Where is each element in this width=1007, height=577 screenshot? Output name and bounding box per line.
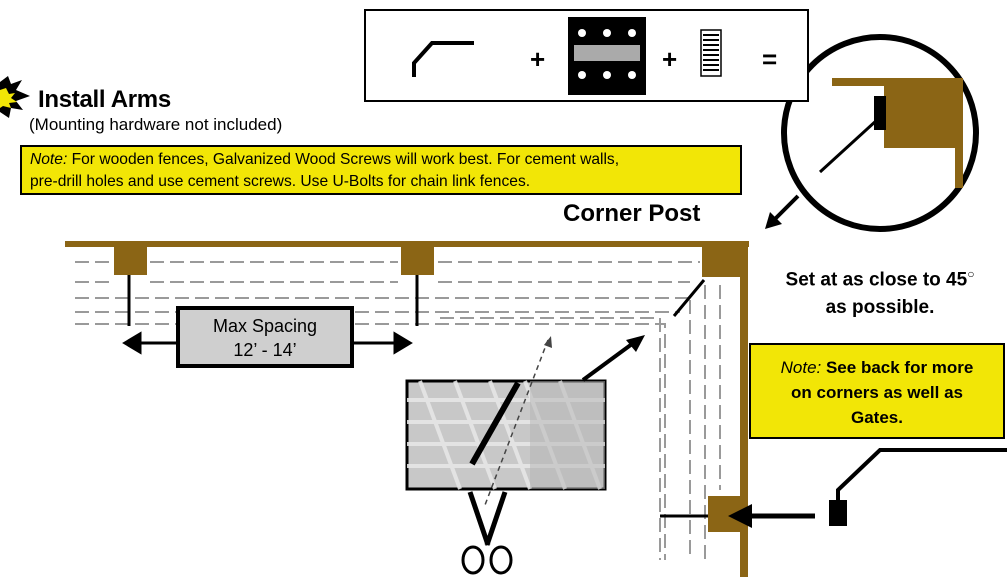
- plus-sign: +: [530, 44, 546, 74]
- side-note-box: Note: See back for more on corners as we…: [749, 343, 1005, 439]
- note-prefix: Note:: [30, 151, 68, 168]
- degree-symbol: ○: [967, 267, 975, 281]
- side-post-arrow: [728, 504, 815, 528]
- plus-sign: +: [662, 44, 678, 74]
- mounting-arms: [127, 275, 708, 518]
- fence-side-rail: [740, 241, 748, 577]
- side-note-line-3: Gates.: [851, 408, 903, 427]
- cut-template: [405, 336, 607, 506]
- arm-icon: [412, 41, 474, 77]
- starburst-icon: [0, 76, 30, 118]
- side-note-text-1: See back for more: [821, 358, 974, 377]
- angle-text-1: Set at as close to 45: [785, 269, 968, 291]
- fence-top-rail: [65, 241, 749, 247]
- equals-sign: =: [762, 44, 778, 74]
- post-corner: [702, 247, 742, 277]
- board-arrow: [581, 335, 645, 382]
- note-line-2: pre-drill holes and use cement screws. U…: [30, 173, 531, 190]
- fence-lines-top: [75, 261, 721, 560]
- post-middle: [401, 247, 434, 275]
- inset-arrow: [765, 194, 800, 229]
- side-note-line-2: on corners as well as: [791, 383, 963, 402]
- side-arm-illustration: [829, 448, 1007, 526]
- page-title: Install Arms: [38, 86, 171, 113]
- screws-icon: [700, 29, 722, 77]
- spacing-value: 12’ - 14’: [233, 340, 297, 360]
- side-note-prefix: Note:: [780, 358, 822, 377]
- angle-instruction: Set at as close to 45○ as possible.: [760, 260, 1000, 322]
- max-spacing-box: Max Spacing 12’ - 14’: [176, 306, 354, 368]
- page-subtitle: (Mounting hardware not included): [29, 115, 283, 134]
- spacing-label: Max Spacing: [212, 316, 318, 336]
- parts-equation-box: + + =: [364, 9, 809, 102]
- spacing-arrows: [122, 331, 413, 355]
- angle-line-1: Set at as close to 45○: [760, 260, 1000, 294]
- angle-line-2: as possible.: [825, 297, 935, 319]
- note-banner: Note: For wooden fences, Galvanized Wood…: [20, 145, 742, 195]
- bracket-icon: [568, 17, 646, 95]
- scissors-icon: [461, 491, 513, 575]
- note-line-1: Note: For wooden fences, Galvanized Wood…: [30, 149, 740, 171]
- corner-post-label: Corner Post: [563, 200, 701, 227]
- note-text-1: For wooden fences, Galvanized Wood Screw…: [67, 151, 620, 168]
- corner-detail-inset: [781, 34, 979, 232]
- side-note-line-1: Note: See back for more: [751, 355, 1003, 380]
- post-left: [114, 247, 147, 275]
